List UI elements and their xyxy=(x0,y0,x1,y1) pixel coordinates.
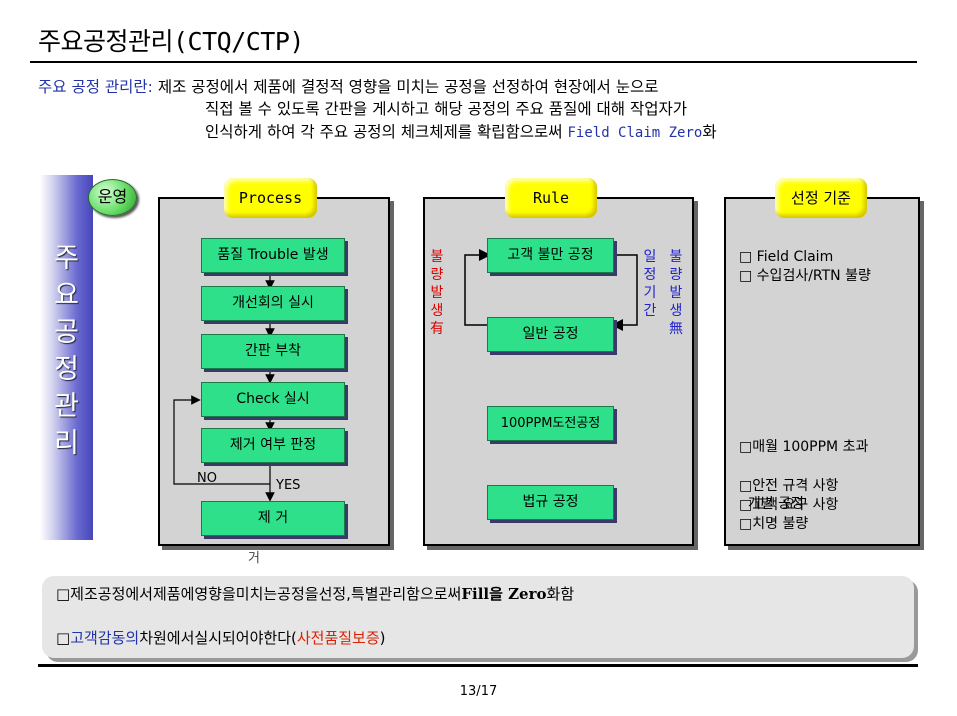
fixed-period-label: 일 정 기 간 xyxy=(643,249,657,319)
title-divider xyxy=(30,61,917,63)
rule-customer-complaint: 고객 불만 공정 xyxy=(487,238,614,273)
no-defect-label: 불 량 발 생 無 xyxy=(669,249,683,337)
intro-suffix: 화 xyxy=(702,123,717,141)
tab-rule: Rule xyxy=(505,178,597,218)
criteria-item: □ 수입검사/RTN 불량 xyxy=(739,268,871,284)
criteria-item: □치명 불량 xyxy=(739,516,809,532)
operation-badge: 운영 xyxy=(88,179,137,216)
side-label-bar xyxy=(40,175,93,540)
side-char: 정 xyxy=(54,354,79,385)
rule-general-process: 일반 공정 xyxy=(487,317,614,352)
criteria-group-safety: □안전 규격 사항 □고객 요구 사항 □치명 불량 xyxy=(739,477,838,534)
summary-line-1: □제조공정에서제품에영향을미치는공정을선정,특별관리함으로써Fill을 Zero… xyxy=(56,585,575,603)
page-title: 주요공정관리(CTQ/CTP) xyxy=(38,27,304,56)
bottom-divider xyxy=(38,664,918,667)
side-label: 주 요 공 정 관 리 xyxy=(40,240,93,462)
defect-occurred-label: 불 량 발 생 有 xyxy=(430,249,444,337)
criteria-item: □안전 규격 사항 xyxy=(739,478,839,494)
process-step-meeting: 개선회의 실시 xyxy=(201,286,345,321)
process-step-remove: 제 거 xyxy=(201,501,345,536)
tab-process: Process xyxy=(224,178,317,218)
criteria-item: □고객 요구 사항 xyxy=(739,497,839,513)
rule-regulation-process: 법규 공정 xyxy=(487,485,614,520)
side-char: 리 xyxy=(54,428,79,459)
side-char: 요 xyxy=(54,280,79,311)
yes-label: YES xyxy=(276,478,301,493)
intro-line-1: 주요 공정 관리란: 제조 공정에서 제품에 결정적 영향을 미치는 공정을 선… xyxy=(38,76,659,98)
intro-text-3: 인식하게 하여 각 주요 공정의 체크체제를 확립함으로써 xyxy=(205,123,563,141)
intro-text-1: 제조 공정에서 제품에 결정적 영향을 미치는 공정을 선정하여 현장에서 눈으… xyxy=(157,78,659,96)
process-step-judge: 제거 여부 판정 xyxy=(201,428,345,463)
criteria-item: □매월 100PPM 초과 xyxy=(739,439,869,455)
summary-line-2: □고객감동의차원에서실시되어야한다(사전품질보증) xyxy=(56,629,386,647)
rule-100ppm-process: 100PPM도전공정 xyxy=(487,406,614,441)
rule-connectors xyxy=(464,249,638,331)
criteria-item: □ Field Claim xyxy=(739,249,834,265)
summary-note-box xyxy=(42,576,914,658)
pre-quality-assurance: 사전품질보증 xyxy=(296,629,380,647)
intro-field-claim-zero: Field Claim Zero xyxy=(567,125,703,141)
side-char: 관 xyxy=(54,391,79,422)
criteria-group-ppm: □매월 100PPM 초과 개별 공정 xyxy=(739,400,868,533)
intro-label: 주요 공정 관리란: xyxy=(38,78,153,96)
tab-criteria: 선정 기준 xyxy=(775,178,867,218)
intro-line-3: 인식하게 하여 각 주요 공정의 체크체제를 확립함으로써 Field Clai… xyxy=(205,121,717,144)
summary-fill-zero: Fill을 Zero xyxy=(461,585,547,603)
process-step-check: Check 실시 xyxy=(201,382,345,417)
no-label: NO xyxy=(197,471,217,486)
criteria-group-claim: □ Field Claim □ 수입검사/RTN 불량 xyxy=(739,248,871,286)
page-number: 13/17 xyxy=(459,684,498,699)
side-char: 공 xyxy=(54,317,79,348)
overflow-char: 거 xyxy=(248,551,260,566)
criteria-panel xyxy=(724,197,920,546)
side-char: 주 xyxy=(54,243,79,274)
process-step-trouble: 품질 Trouble 발생 xyxy=(201,238,345,273)
criteria-item: 개별 공정 xyxy=(739,496,804,512)
intro-line-2: 직접 볼 수 있도록 간판을 게시하고 해당 공정의 주요 품질에 대해 작업자… xyxy=(205,100,687,118)
process-step-signboard: 간판 부착 xyxy=(201,334,345,369)
